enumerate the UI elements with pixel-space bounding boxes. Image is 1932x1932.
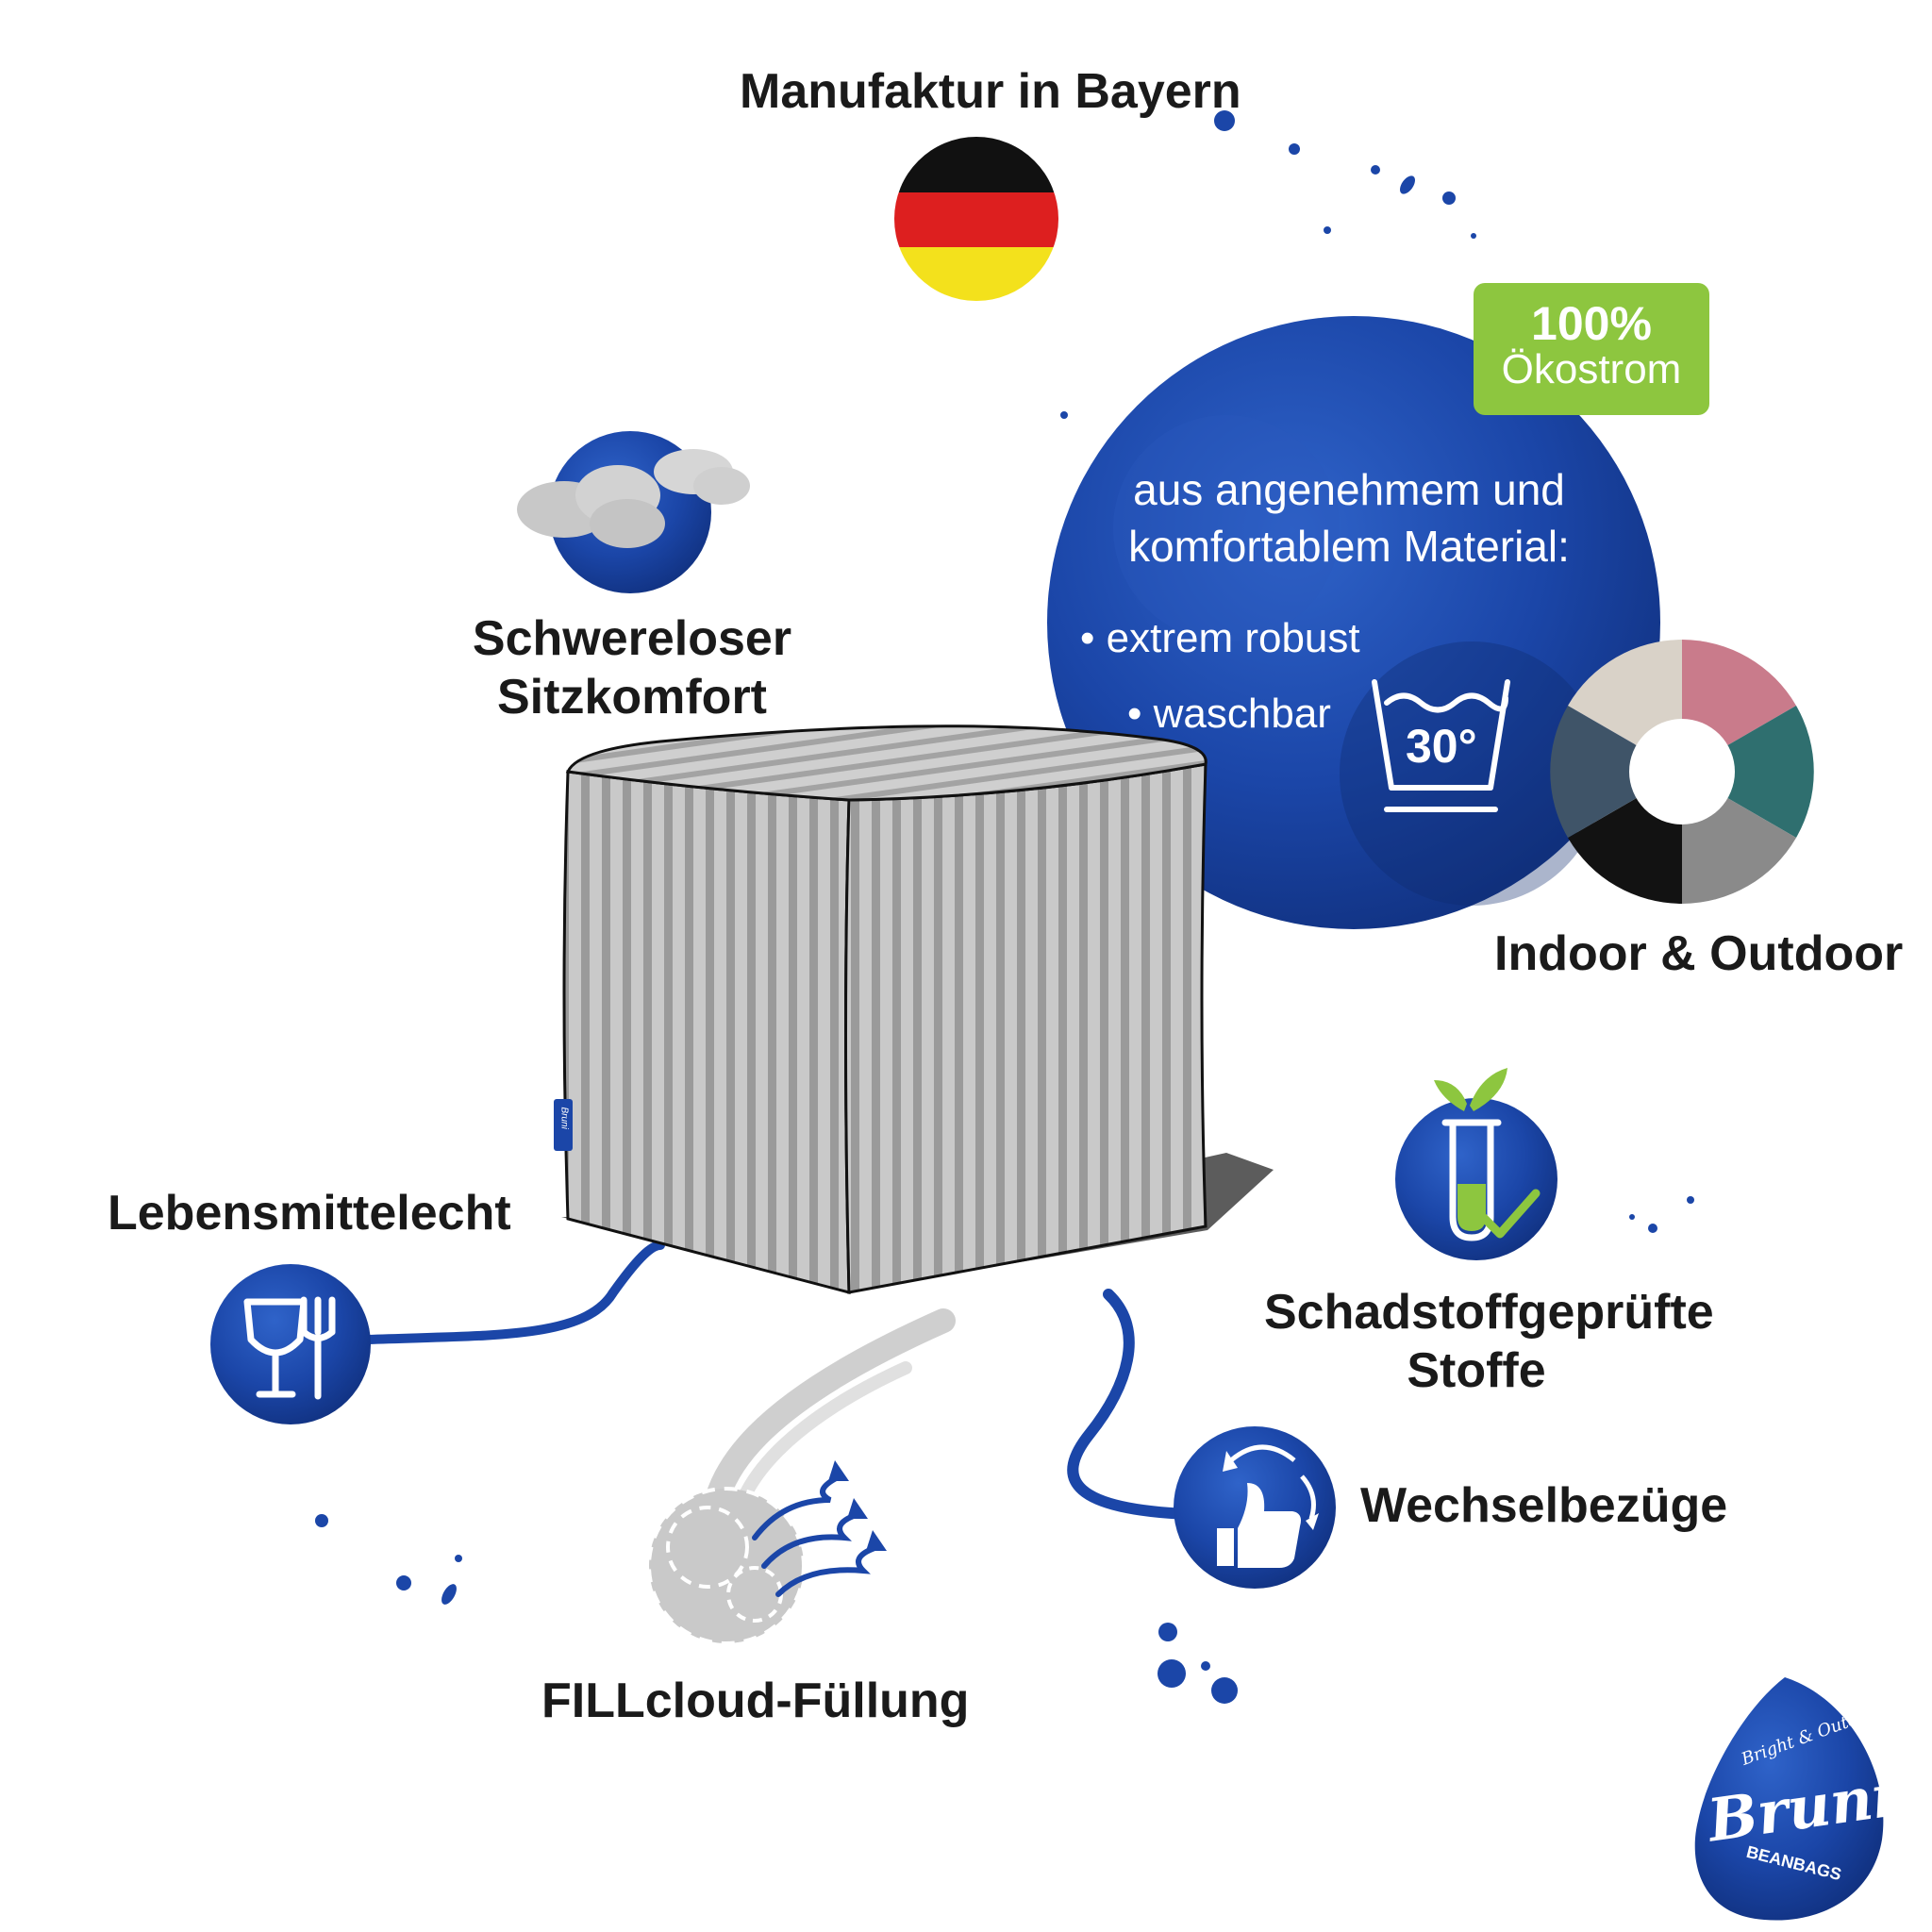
material-heading: aus angenehmem und komfortablem Material… [1094, 462, 1604, 575]
eco-badge: 100% Ökostrom [1474, 283, 1709, 415]
eco-percent: 100% [1531, 297, 1652, 350]
germany-flag-icon [894, 137, 1058, 301]
sitzkomfort-label: Schwereloser Sitzkomfort [472, 609, 792, 727]
striped-cube-product [554, 724, 1208, 1294]
schadstoff-line1: Schadstoffgeprüfte [1264, 1285, 1714, 1340]
sitzkomfort-line1: Schwereloser [472, 611, 792, 666]
fillcloud-icon [647, 1308, 956, 1645]
connector-lines [363, 1241, 1194, 1520]
material-bullet-1: • extrem robust [1080, 615, 1360, 661]
product-tag-label: Bruni [558, 1107, 570, 1129]
lebensmittel-label: Lebensmittelecht [108, 1186, 511, 1241]
filling-label: FILLcloud-Füllung [541, 1674, 970, 1728]
sitzkomfort-line2: Sitzkomfort [497, 670, 767, 725]
paint-splatter-top-right [1060, 110, 1476, 419]
material-bullet-2: • waschbar [1127, 691, 1331, 737]
material-line1: aus angenehmem und [1133, 465, 1565, 514]
glass-fork-icon [210, 1264, 371, 1424]
bruni-logo [1694, 1677, 1884, 1921]
test-tube-leaf-icon [1395, 1068, 1557, 1260]
indoor-label: Indoor & Outdoor [1494, 926, 1904, 981]
wash-temp-label: 30° [1406, 720, 1477, 773]
bullet-robust: extrem robust [1106, 615, 1360, 661]
eco-text: Ökostrom [1501, 346, 1682, 392]
material-line2: komfortablem Material: [1128, 521, 1570, 571]
manufaktur-label: Manufaktur in Bayern [740, 64, 1241, 119]
wechsel-label: Wechselbezüge [1360, 1478, 1728, 1533]
clouds-icon [517, 431, 750, 593]
paint-splatter-bottom [315, 1196, 1694, 1704]
wash-30-icon [1372, 679, 1510, 812]
bullet-waschbar: waschbar [1153, 691, 1331, 737]
schadstoff-label: Schadstoffgeprüfte Stoffe [1264, 1283, 1714, 1401]
schadstoff-line2: Stoffe [1407, 1343, 1546, 1399]
color-swatch-wheel-icon [1550, 640, 1814, 904]
thumbs-up-swap-icon [1174, 1426, 1336, 1589]
